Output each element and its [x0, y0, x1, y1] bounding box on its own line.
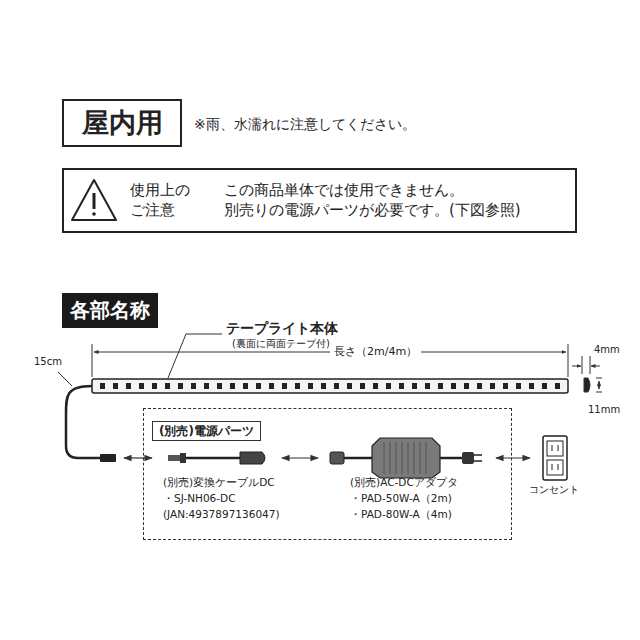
- led: [425, 383, 430, 389]
- led: [178, 383, 183, 389]
- heading-text: 屋内用: [82, 105, 163, 141]
- adapter-fin: [408, 442, 409, 474]
- heading-text: 各部名称: [70, 297, 150, 324]
- led: [204, 383, 209, 389]
- adapter-fin: [396, 442, 397, 474]
- part-number: ・PAD-80W-A（4m): [350, 508, 452, 521]
- led: [152, 383, 157, 389]
- length-dimension: [92, 344, 568, 377]
- led: [516, 383, 521, 389]
- led: [542, 383, 547, 389]
- heading-text: (別売)電源パーツ: [152, 421, 261, 441]
- part-name: テープライト本体: [226, 320, 338, 337]
- leader-line: [58, 372, 72, 386]
- led: [269, 383, 274, 389]
- led: [139, 383, 144, 389]
- part-number: ・PAD-50W-A（2m): [350, 492, 452, 505]
- dimension: 4mm: [594, 344, 620, 356]
- led: [347, 383, 352, 389]
- part-name: (別売)AC-DCアダプタ: [350, 476, 458, 489]
- dimension: 11mm: [588, 404, 620, 416]
- wall-outlet: [543, 436, 567, 480]
- led: [217, 383, 222, 389]
- part-number: ・SJ-NH06-DC: [163, 492, 236, 505]
- warning-icon: [72, 180, 116, 220]
- led: [412, 383, 417, 389]
- category-box: 屋内用: [62, 99, 182, 147]
- led: [529, 383, 534, 389]
- conversion-cable: [168, 452, 265, 464]
- part-number: (JAN:4937897136047): [163, 508, 280, 521]
- adapter-fin: [390, 442, 391, 474]
- led: [282, 383, 287, 389]
- led: [295, 383, 300, 389]
- adapter-fin: [420, 442, 421, 474]
- led: [256, 383, 261, 389]
- led: [321, 383, 326, 389]
- tape-light: [92, 379, 568, 393]
- led: [490, 383, 495, 389]
- led: [438, 383, 443, 389]
- adapter-fin: [414, 442, 415, 474]
- led: [126, 383, 131, 389]
- adapter-fin: [426, 442, 427, 474]
- led: [360, 383, 365, 389]
- dimension: 15cm: [34, 356, 62, 368]
- led: [100, 383, 105, 389]
- lead-cable: [66, 386, 116, 462]
- led: [334, 383, 339, 389]
- led: [191, 383, 196, 389]
- part-note: (裏面に両面テープ付): [232, 338, 330, 350]
- led: [243, 383, 248, 389]
- part-name: (別売)変換ケーブルDC: [163, 476, 275, 489]
- heading-text: 使用上の ご注意: [130, 180, 190, 221]
- dimension: 長さ（2m/4m）: [330, 345, 421, 358]
- led: [386, 383, 391, 389]
- section-heading: 各部名称: [62, 293, 158, 328]
- led: [464, 383, 469, 389]
- led: [477, 383, 482, 389]
- ac-dc-adapter: [330, 438, 482, 478]
- end-view: [572, 356, 602, 392]
- adapter-fin: [402, 442, 403, 474]
- led: [308, 383, 313, 389]
- led: [503, 383, 508, 389]
- led: [165, 383, 170, 389]
- leader-line: [168, 334, 222, 378]
- body-text: この商品単体では使用できません。 別売りの電源パーツが必要です。(下図参照): [224, 180, 521, 221]
- led: [555, 383, 560, 389]
- led: [230, 383, 235, 389]
- part-name: コンセント: [529, 484, 579, 496]
- note: ※雨、水濡れに注意してください。: [194, 116, 416, 133]
- adapter-fin: [384, 442, 385, 474]
- power-parts-group: (別売)電源パーツ: [143, 408, 512, 540]
- led: [399, 383, 404, 389]
- led: [113, 383, 118, 389]
- led: [373, 383, 378, 389]
- led: [451, 383, 456, 389]
- caution-box: 使用上の ご注意この商品単体では使用できません。 別売りの電源パーツが必要です。…: [62, 168, 577, 233]
